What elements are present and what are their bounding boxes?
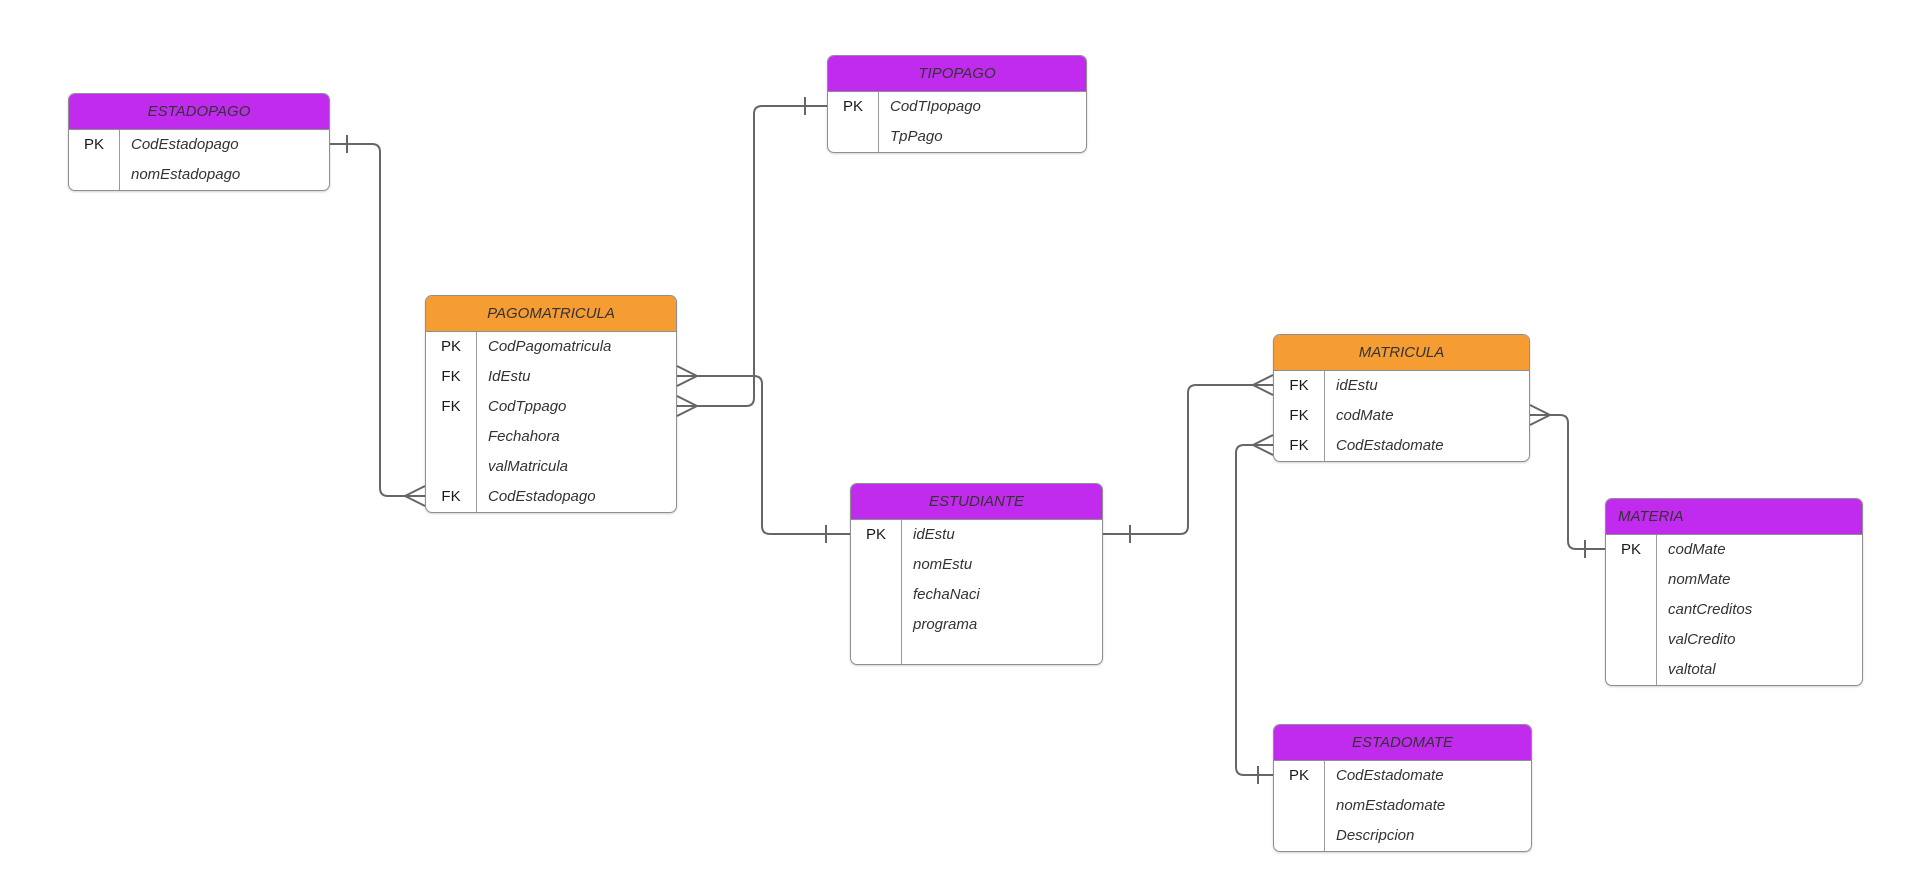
key-label: FK: [1289, 377, 1309, 394]
entity-estadomate[interactable]: ESTADOMATE PK CodEstadomate nomEstadomate…: [1273, 724, 1532, 852]
field-name: CodTIpopago: [890, 98, 981, 115]
entity-title: MATRICULA: [1274, 335, 1529, 371]
entity-title: MATERIA: [1606, 499, 1862, 535]
field-name: valtotal: [1668, 661, 1716, 678]
table-row: FK codMate: [1274, 401, 1529, 431]
crow-foot: [676, 365, 698, 387]
relation-matricula-estadomate[interactable]: [1235, 434, 1274, 784]
entity-estudiante[interactable]: ESTUDIANTE PK idEstu nomEstu fechaNaci pr…: [850, 483, 1103, 665]
field-name: CodEstadomate: [1336, 437, 1444, 454]
table-row: FK CodEstadopago: [426, 482, 676, 512]
table-row: Descripcion: [1274, 821, 1531, 851]
key-label: PK: [865, 526, 886, 543]
field-name: idEstu: [1336, 377, 1378, 394]
field-name: fechaNaci: [913, 586, 980, 603]
key-label: FK: [441, 368, 461, 385]
key-label: FK: [1289, 437, 1309, 454]
field-name: nomMate: [1668, 571, 1731, 588]
entity-matricula[interactable]: MATRICULA FK idEstu FK codMate FK CodEstado…: [1273, 334, 1530, 462]
field-name: IdEstu: [488, 368, 531, 385]
table-row: valCredito: [1606, 625, 1862, 655]
field-name: Descripcion: [1336, 827, 1415, 844]
field-name: programa: [913, 616, 978, 633]
field-name: CodPagomatricula: [488, 338, 612, 355]
key-label: FK: [441, 488, 461, 505]
field-name: CodTppago: [488, 398, 567, 415]
table-row: nomEstadomate: [1274, 791, 1531, 821]
table-row: PK CodTIpopago: [828, 92, 1086, 122]
field-name: valCredito: [1668, 631, 1736, 648]
entity-title: ESTADOPAGO: [69, 94, 329, 130]
table-row: FK IdEstu: [426, 362, 676, 392]
relation-estudiante-matricula[interactable]: [1103, 374, 1274, 543]
table-row: FK idEstu: [1274, 371, 1529, 401]
key-label: PK: [1620, 541, 1641, 558]
entity-title: PAGOMATRICULA: [426, 296, 676, 332]
table-row: TpPago: [828, 122, 1086, 152]
table-row: PK CodPagomatricula: [426, 332, 676, 362]
relation-estadopago-pagomatricula[interactable]: [330, 135, 426, 507]
field-name: Fechahora: [488, 428, 560, 445]
entity-title: ESTUDIANTE: [851, 484, 1102, 520]
entity-title: ESTADOMATE: [1274, 725, 1531, 761]
key-label: PK: [1288, 767, 1309, 784]
field-name: CodEstadopago: [488, 488, 596, 505]
entity-pagomatricula[interactable]: PAGOMATRICULA PK CodPagomatricula FK IdEst…: [425, 295, 677, 513]
entity-title: TIPOPAGO: [828, 56, 1086, 92]
field-name: idEstu: [913, 526, 955, 543]
key-label: PK: [440, 338, 461, 355]
field-name: nomEstadomate: [1336, 797, 1446, 814]
entity-estadopago[interactable]: ESTADOPAGO PK CodEstadopago nomEstadopago: [68, 93, 330, 191]
table-row: FK CodTppago: [426, 392, 676, 422]
table-row: nomEstu: [851, 550, 1102, 580]
field-name: codMate: [1336, 407, 1394, 424]
crow-foot: [1252, 374, 1274, 396]
field-name: codMate: [1668, 541, 1726, 558]
table-row: valMatricula: [426, 452, 676, 482]
table-row: fechaNaci: [851, 580, 1102, 610]
key-label: PK: [83, 136, 104, 153]
entity-tipopago[interactable]: TIPOPAGO PK CodTIpopago TpPago: [827, 55, 1087, 153]
relation-tipopago-pagomatricula[interactable]: [676, 97, 827, 417]
crow-foot: [1252, 434, 1274, 456]
crow-foot: [1529, 404, 1551, 426]
crow-foot: [404, 485, 426, 507]
table-row: programa: [851, 610, 1102, 640]
field-name: TpPago: [890, 128, 943, 145]
table-row: valtotal: [1606, 655, 1862, 685]
field-name: CodEstadopago: [131, 136, 239, 153]
table-row: PK codMate: [1606, 535, 1862, 565]
table-row: PK idEstu: [851, 520, 1102, 550]
crow-foot: [676, 395, 698, 417]
field-name: nomEstadopago: [131, 166, 241, 183]
field-name: cantCreditos: [1668, 601, 1753, 618]
table-row: nomEstadopago: [69, 160, 329, 190]
table-row: PK CodEstadomate: [1274, 761, 1531, 791]
key-label: PK: [842, 98, 863, 115]
field-name: nomEstu: [913, 556, 973, 573]
field-name: valMatricula: [488, 458, 569, 475]
field-name: CodEstadomate: [1336, 767, 1444, 784]
table-row: PK CodEstadopago: [69, 130, 329, 160]
table-row: FK CodEstadomate: [1274, 431, 1529, 461]
key-label: FK: [441, 398, 461, 415]
table-row: Fechahora: [426, 422, 676, 452]
table-row: cantCreditos: [1606, 595, 1862, 625]
entity-materia[interactable]: MATERIA PK codMate nomMate cantCreditos v…: [1605, 498, 1863, 686]
table-row: nomMate: [1606, 565, 1862, 595]
relation-estudiante-pagomatricula[interactable]: [676, 365, 850, 543]
relation-matricula-materia[interactable]: [1529, 404, 1605, 558]
key-label: FK: [1289, 407, 1309, 424]
